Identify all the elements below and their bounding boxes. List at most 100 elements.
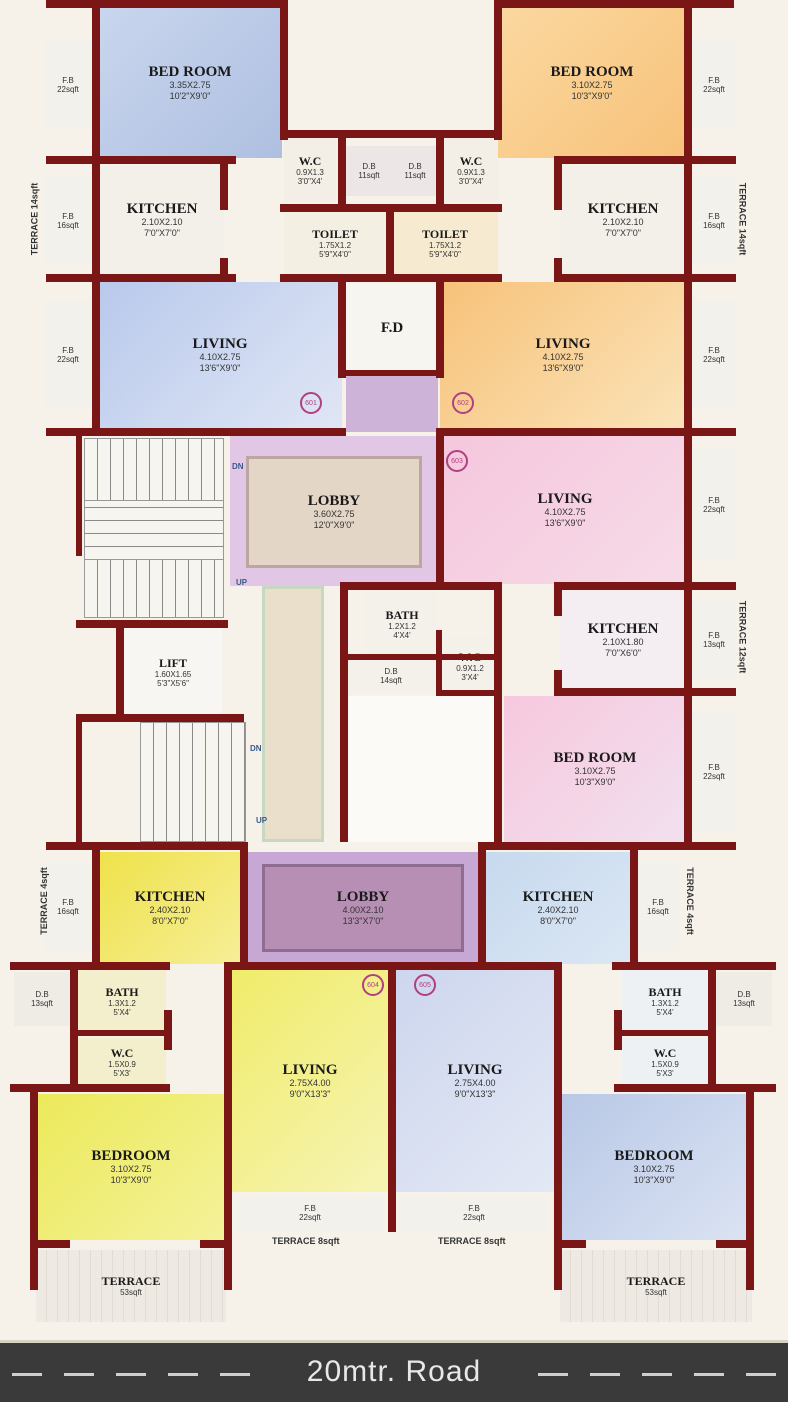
fb-4: F.B 16sqft (692, 176, 736, 266)
living-1: LIVING 4.10X2.75 13'6"X9'0" (98, 282, 342, 428)
stair-up-label: UP (236, 578, 248, 587)
kitchen-2: KITCHEN 2.10X2.10 7'0"X7'0" (560, 166, 686, 274)
road-dash (116, 1373, 146, 1376)
room-name: D.B (737, 990, 751, 999)
fb-size: 22sqft (57, 355, 79, 364)
room-imperial: 10'3"X9'0" (571, 91, 613, 101)
room-imperial: 5'9"X4'0" (429, 249, 461, 259)
wall (436, 630, 442, 696)
db-4: D.B 13sqft (14, 972, 70, 1026)
wall (478, 842, 486, 966)
flat-marker: 602 (452, 392, 474, 414)
wall (614, 1084, 776, 1092)
room-name: BED ROOM (550, 64, 634, 80)
wall (494, 0, 734, 8)
room-name: KITCHEN (522, 889, 594, 905)
wall (554, 670, 562, 696)
room-dims: 1.5X0.9 (108, 1059, 136, 1069)
wall (10, 962, 170, 970)
lift: LIFT 1.60X1.65 5'3"X5'6" (124, 628, 222, 716)
wall (684, 0, 692, 430)
room-dims: 2.10X2.10 (141, 217, 183, 227)
corridor-lower (262, 586, 324, 842)
fb-size: 22sqft (57, 85, 79, 94)
room-dims: 14sqft (380, 676, 402, 685)
wall (494, 582, 502, 842)
fb-name: F.B (708, 631, 720, 640)
room-imperial: 3'0"X4' (297, 176, 323, 186)
room-name: LIFT (158, 655, 187, 670)
room-name: KITCHEN (587, 201, 659, 217)
wall (554, 156, 736, 164)
terrace-2: TERRACE 53sqft (560, 1250, 752, 1322)
fb-size: 22sqft (703, 505, 725, 514)
room-imperial: 9'0"X13'3" (454, 1089, 496, 1099)
wall (554, 688, 736, 696)
room-dims: 3.10X2.75 (571, 80, 613, 90)
wall (338, 370, 444, 376)
wall (220, 156, 228, 210)
fb-name: F.B (708, 76, 720, 85)
room-dims: 13sqft (31, 999, 53, 1008)
wall (280, 130, 502, 138)
room-dims: 53sqft (120, 1288, 142, 1297)
wall (554, 582, 736, 590)
fb-9: F.B 22sqft (692, 712, 736, 832)
fb-name: F.B (708, 346, 720, 355)
room-imperial: 13'6"X9'0" (542, 363, 584, 373)
room-name: LIVING (192, 336, 248, 352)
road-dash (168, 1373, 198, 1376)
terrace-label-right-top: TERRACE 14sqft (737, 182, 748, 256)
duct-shaft (348, 696, 494, 842)
wall (554, 1240, 586, 1248)
room-imperial: 3'0"X4' (458, 176, 484, 186)
lobby-2: LOBBY 4.00X2.10 13'3"X7'0" (262, 864, 464, 952)
room-imperial: 5'X3' (113, 1068, 131, 1078)
wall (76, 722, 82, 846)
room-dims: 53sqft (645, 1288, 667, 1297)
room-imperial: 8'0"X7'0" (152, 916, 188, 926)
fb-6: F.B 22sqft (692, 300, 736, 410)
bed-room-3: BED ROOM 3.10X2.75 10'3"X9'0" (504, 696, 686, 842)
wall (684, 428, 692, 848)
room-imperial: 12'0"X9'0" (313, 520, 355, 530)
wall (494, 0, 502, 140)
room-name: LIVING (282, 1062, 338, 1078)
wall (46, 274, 236, 282)
wall (484, 842, 736, 850)
room-imperial: 4'X4' (393, 630, 411, 640)
terrace-label-right-bottom: TERRACE 4sqft (684, 867, 695, 935)
room-imperial: 3'X4' (461, 672, 479, 682)
wall (240, 842, 248, 966)
terrace-label-left-bottom: TERRACE 4sqft (38, 867, 49, 935)
bath-1: BATH 1.2X1.2 4'X4' (366, 592, 438, 656)
room-name: KITCHEN (134, 889, 206, 905)
road-label: 20mtr. Road (306, 1355, 482, 1388)
entry-passage (346, 374, 438, 432)
room-dims: 4.00X2.10 (342, 905, 384, 915)
db-1: D.B 11sqft (346, 146, 392, 196)
living-5: LIVING 2.75X4.00 9'0"X13'3" (396, 970, 554, 1192)
stair-down-label: DN (232, 462, 244, 471)
wall (46, 842, 246, 850)
road: 20mtr. Road (0, 1340, 788, 1402)
fb-size: 16sqft (703, 221, 725, 230)
wall (200, 1240, 232, 1248)
room-imperial: 10'3"X9'0" (110, 1175, 152, 1185)
wall (70, 962, 78, 1086)
wall (116, 620, 124, 720)
room-name: TOILET (312, 226, 358, 241)
room-dims: 2.10X2.10 (602, 217, 644, 227)
fb-8: F.B 13sqft (692, 598, 736, 682)
fb-size: 22sqft (703, 772, 725, 781)
wall (338, 274, 346, 378)
wall (630, 842, 638, 962)
fb-12: F.B 22sqft (236, 1196, 384, 1230)
bed-room-1: BED ROOM 3.35X2.75 10'2"X9'0" (98, 8, 282, 158)
room-name: LIVING (447, 1062, 503, 1078)
wall (280, 0, 288, 140)
wall (708, 962, 716, 1086)
room-dims: 11sqft (358, 171, 380, 180)
fd: F.D (346, 284, 438, 372)
bedroom-5: BEDROOM 3.10X2.75 10'3"X9'0" (562, 1094, 746, 1240)
